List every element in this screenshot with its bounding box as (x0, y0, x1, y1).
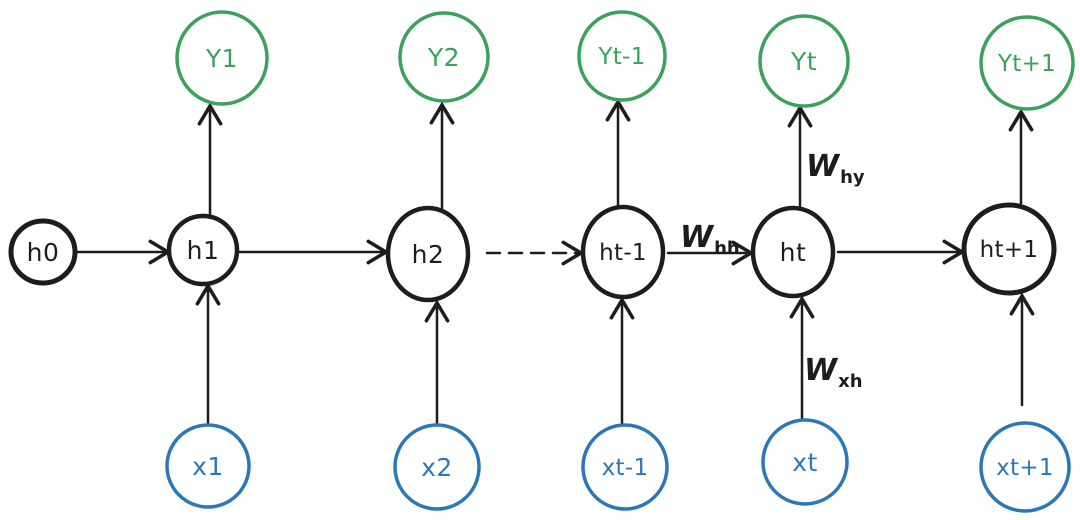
input-node-x1-label: x1 (192, 452, 224, 481)
input-node-x1-circle (165, 423, 251, 509)
input-node-xt+1: xt+1 (979, 421, 1071, 513)
hidden-node-ht-1: ht-1 (580, 204, 666, 300)
output-node-yt+1: Yt+1 (979, 15, 1075, 111)
output-node-y1-circle (175, 10, 269, 106)
hidden-node-ht+1-label: ht+1 (980, 237, 1039, 263)
input-node-xt-label: xt (792, 448, 818, 477)
output-node-yt-label: Yt (790, 47, 817, 76)
hidden-node-h0-label: h0 (27, 238, 60, 267)
input-node-xt-1-circle (581, 423, 669, 511)
input-node-xt: xt (761, 418, 849, 506)
input-node-x1: x1 (165, 423, 251, 509)
input-node-xt-1-label: xt-1 (602, 455, 649, 481)
hidden-node-ht+1: ht+1 (961, 202, 1057, 296)
input-node-xt+1-label: xt+1 (996, 455, 1054, 481)
weight-label-wxh: Wxh (804, 353, 863, 392)
output-node-yt-circle (758, 14, 850, 108)
output-node-y2: Y2 (398, 11, 490, 103)
hidden-node-ht: ht (750, 205, 836, 299)
hidden-node-h2-label: h2 (412, 240, 445, 269)
output-node-y1-label: Y1 (205, 44, 238, 73)
weight-label-why: Why (806, 149, 865, 188)
hidden-node-ht+1-circle (961, 202, 1057, 296)
hidden-node-h1-circle (166, 213, 240, 287)
hidden-node-h1-label: h1 (187, 236, 220, 265)
hidden-node-ht-1-circle (580, 204, 666, 300)
hidden-node-ht-1-label: ht-1 (599, 240, 647, 266)
output-node-yt-1-circle (577, 10, 667, 102)
weight-label-whh: Whh (680, 220, 740, 259)
hidden-node-h1: h1 (166, 213, 240, 287)
output-node-yt-1: Yt-1 (577, 10, 667, 102)
hidden-node-h2-circle (385, 205, 471, 303)
output-node-yt-1-label: Yt-1 (597, 44, 645, 70)
input-node-x2: x2 (393, 423, 481, 511)
hidden-node-h0-circle (8, 218, 78, 286)
input-node-x2-circle (393, 423, 481, 511)
hidden-node-ht-label: ht (780, 238, 807, 267)
input-node-xt+1-circle (979, 421, 1071, 513)
output-node-yt: Yt (758, 14, 850, 108)
input-node-xt-circle (761, 418, 849, 506)
output-node-yt+1-circle (979, 15, 1075, 111)
output-node-yt+1-label: Yt+1 (997, 51, 1056, 77)
input-node-x2-label: x2 (421, 453, 453, 482)
hidden-node-h0: h0 (8, 218, 78, 286)
input-node-xt-1: xt-1 (581, 423, 669, 511)
hidden-node-ht-circle (750, 205, 836, 299)
output-node-y1: Y1 (175, 10, 269, 106)
output-node-y2-circle (398, 11, 490, 103)
output-node-y2-label: Y2 (427, 43, 460, 72)
hidden-node-h2: h2 (385, 205, 471, 303)
